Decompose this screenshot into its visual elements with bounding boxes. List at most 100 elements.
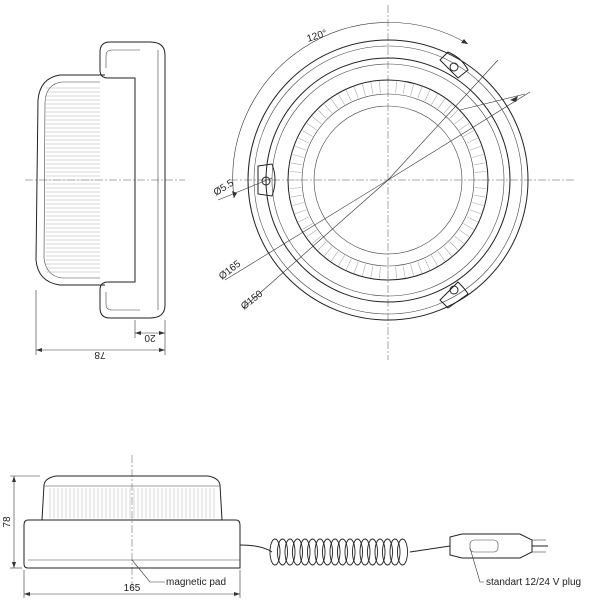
led-tick: [443, 246, 452, 257]
cable-coil: [344, 538, 356, 566]
led-tick: [302, 130, 313, 137]
outer-circle-2: [253, 45, 523, 315]
led-tick: [395, 81, 397, 94]
led-tick: [311, 116, 322, 125]
led-tick: [431, 255, 438, 266]
led-tick: [473, 194, 486, 198]
led-tick: [417, 261, 423, 274]
led-tick: [474, 187, 487, 189]
side-view: 78 20: [25, 41, 185, 360]
leader-d165: [224, 179, 389, 281]
led-tick: [459, 229, 470, 238]
leader-radial-3: [459, 93, 526, 111]
led-tick: [424, 258, 431, 270]
cable-coil: [374, 538, 386, 566]
led-tick: [454, 116, 465, 125]
led-tick: [471, 202, 484, 206]
label-outer-dia: Ø165: [217, 258, 243, 282]
led-tick: [443, 103, 452, 114]
led-tick: [294, 145, 307, 151]
led-tick: [437, 98, 446, 109]
led-tick: [379, 81, 381, 94]
led-tick: [449, 241, 459, 251]
led-ring-inner: [301, 93, 475, 267]
cable-start: [239, 544, 273, 553]
led-tick: [362, 84, 366, 97]
led-ring-outer: [287, 79, 489, 281]
cable-coil: [337, 538, 348, 566]
cable-coil: [277, 538, 288, 566]
led-tick: [474, 171, 487, 173]
leader-plug: [469, 547, 484, 583]
led-tick: [417, 86, 423, 99]
outer-circle: [247, 39, 529, 321]
led-tick: [324, 246, 333, 257]
led-tick: [290, 162, 303, 166]
side-base-outline: [99, 41, 166, 319]
angle-arc: [232, 22, 469, 199]
angle-arrows: [232, 39, 468, 198]
led-tick: [454, 235, 465, 244]
led-tick: [338, 255, 345, 266]
led-tick: [330, 98, 339, 109]
led-tick: [379, 266, 381, 279]
led-tick: [306, 229, 317, 238]
led-tick: [298, 216, 310, 223]
top-view: 120° Ø5.5 Ø165 Ø150: [212, 5, 575, 360]
leader-d150: [242, 179, 389, 309]
mount-hole-top: [449, 62, 459, 72]
led-ticks: [289, 81, 487, 279]
led-tick: [370, 265, 374, 278]
leader-magnetic-pad: [131, 559, 165, 583]
led-tick: [298, 137, 310, 144]
angle-label: 120°: [306, 28, 329, 45]
led-tick: [345, 90, 352, 102]
side-dome-ribs: [46, 87, 100, 273]
side-base-inner: [105, 49, 140, 311]
front-base: [23, 519, 241, 569]
cable-coil: [314, 538, 326, 566]
led-tick: [330, 251, 339, 262]
cable-coil: [299, 538, 311, 566]
led-tick: [466, 216, 478, 223]
led-tick: [424, 90, 431, 102]
front-dome-ribs: [49, 488, 215, 518]
led-tick: [471, 154, 484, 158]
lens-circle: [313, 105, 463, 255]
cable-coil: [329, 538, 341, 566]
mount-tab-top: [439, 51, 469, 79]
cable-coil: [397, 538, 408, 566]
cable-coil: [284, 538, 296, 566]
coiled-cable: [269, 538, 408, 566]
led-tick: [302, 223, 313, 230]
led-tick: [402, 82, 406, 95]
flange-circle-2: [271, 63, 505, 297]
led-tick: [294, 209, 307, 215]
led-tick: [317, 109, 327, 119]
led-tick: [395, 266, 397, 279]
led-tick: [345, 258, 352, 270]
cable-coil: [389, 538, 401, 566]
cable-coil: [322, 538, 333, 566]
led-tick: [338, 94, 345, 105]
radial-arrow: [510, 96, 518, 102]
side-dome-outline: [35, 74, 105, 286]
cable-coil: [352, 538, 363, 566]
cable-coil: [269, 538, 281, 566]
led-tick: [437, 251, 446, 262]
led-tick: [317, 241, 327, 251]
led-tick: [431, 94, 438, 105]
led-tick: [459, 122, 470, 131]
led-tick: [370, 82, 374, 95]
callout-plug: standart 12/24 V plug: [486, 577, 581, 588]
cable-coil: [307, 538, 318, 566]
led-tick: [311, 235, 322, 244]
led-tick: [353, 261, 359, 274]
led-tick: [402, 265, 406, 278]
leader-radial-2: [387, 59, 499, 181]
cable-end: [409, 545, 451, 553]
side-dim-78: 78: [94, 349, 106, 360]
led-tick: [292, 202, 305, 206]
